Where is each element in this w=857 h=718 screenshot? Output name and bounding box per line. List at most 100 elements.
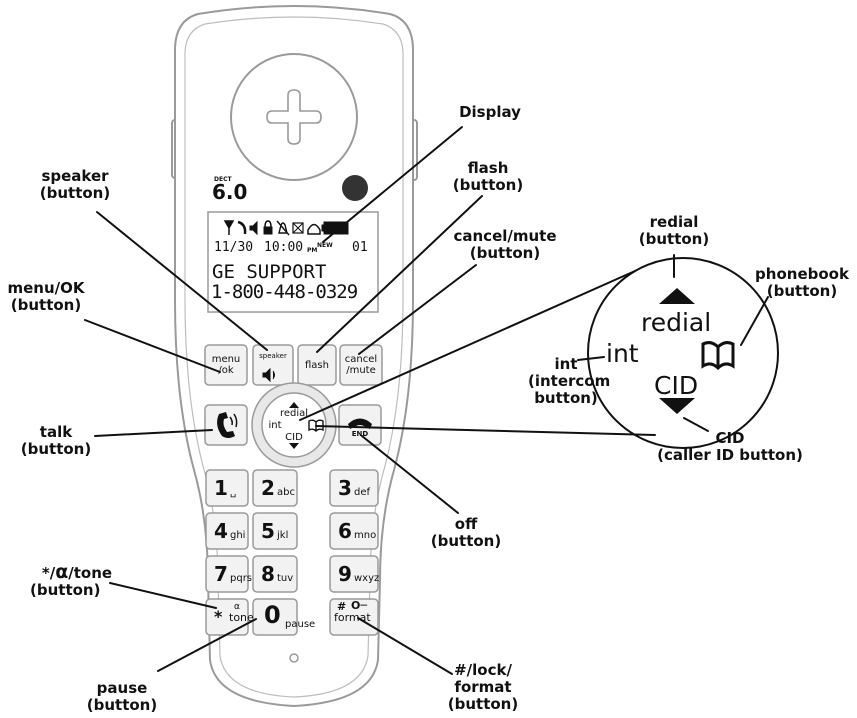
nav-int-label: int bbox=[268, 420, 282, 431]
key-2 bbox=[252, 469, 298, 507]
leader-pause bbox=[157, 618, 257, 672]
key-4 bbox=[205, 512, 249, 550]
ringer-off-status-icon bbox=[276, 220, 290, 236]
callout-tone-line: */⍺/tone bbox=[22, 563, 132, 582]
handset-status-icon bbox=[237, 220, 247, 235]
callout-cid: CID (caller ID button) bbox=[640, 430, 820, 464]
message-status-icon bbox=[292, 222, 304, 234]
key-8-letters: tuv bbox=[277, 573, 294, 584]
callout-cancel-mute-2: (button) bbox=[469, 244, 541, 262]
flash-key bbox=[297, 344, 337, 386]
callout-cancel-mute-1: cancel/mute bbox=[453, 227, 557, 245]
key-9-digit: 9 bbox=[338, 562, 352, 586]
antenna-icon bbox=[223, 220, 235, 235]
callout-lock-format: #/lock/ format (button) bbox=[428, 662, 538, 713]
key-2-digit: 2 bbox=[261, 476, 275, 500]
key-3 bbox=[329, 469, 379, 507]
callout-flash-1: flash bbox=[467, 159, 509, 177]
callout-phonebook-1: phonebook bbox=[755, 265, 849, 283]
leader-speaker bbox=[96, 211, 268, 351]
cancel-key-label-1: cancel bbox=[344, 354, 378, 365]
callout-lock-format-1: #/lock/ bbox=[454, 661, 512, 679]
microphone-hole bbox=[289, 653, 299, 663]
speaker-key-icon bbox=[262, 367, 275, 383]
menu-key-label-2: /ok bbox=[218, 365, 234, 376]
key-1-letters: ␣ bbox=[230, 487, 237, 498]
leader-phonebook bbox=[740, 296, 769, 346]
callout-lock-format-3: (button) bbox=[447, 695, 519, 713]
lcd-count: 01 bbox=[352, 240, 368, 255]
key-9 bbox=[329, 555, 379, 593]
key-9-letters: wxyz bbox=[354, 573, 380, 584]
leader-lines bbox=[84, 126, 769, 675]
nav-down-arrow-icon bbox=[289, 443, 299, 449]
lcd-name: GE SUPPORT bbox=[212, 261, 327, 283]
key-7 bbox=[205, 555, 249, 593]
callout-talk-1: talk bbox=[39, 423, 73, 441]
earpiece bbox=[230, 53, 358, 181]
zoom-phonebook-icon bbox=[701, 341, 735, 371]
key-8-digit: 8 bbox=[261, 562, 275, 586]
end-key-label: END bbox=[351, 430, 369, 438]
nav-up-arrow-icon bbox=[289, 402, 299, 408]
menu-key-label: menu /ok bbox=[205, 354, 247, 376]
cancel-key-label: cancel /mute bbox=[340, 354, 382, 376]
zero-key-label: pause bbox=[285, 619, 316, 630]
nav-redial-label: redial bbox=[279, 408, 309, 419]
leader-cancel bbox=[358, 264, 477, 355]
callout-menu-ok: menu/OK (button) bbox=[4, 280, 88, 314]
callout-pause-1: pause bbox=[96, 679, 148, 697]
callout-flash: flash (button) bbox=[448, 160, 528, 194]
callout-off-1: off bbox=[454, 515, 478, 533]
callout-phonebook-2: (button) bbox=[766, 282, 838, 300]
key-6-letters: mno bbox=[354, 530, 377, 541]
callout-lock-format-2: format bbox=[454, 678, 512, 696]
leader-zoom-bottom bbox=[315, 425, 656, 436]
callout-display-text: Display bbox=[459, 103, 521, 121]
callout-phonebook: phonebook (button) bbox=[752, 266, 852, 300]
talk-waves-icon bbox=[229, 413, 238, 428]
lcd-time: 10:00 bbox=[264, 240, 304, 255]
key-4-digit: 4 bbox=[214, 519, 228, 543]
callout-redial-1: redial bbox=[649, 213, 699, 231]
callout-int-3: button) bbox=[534, 389, 598, 407]
key-2-letters: abc bbox=[277, 487, 295, 498]
zoom-down-arrow-icon bbox=[659, 398, 695, 414]
callout-tone-suffix: /tone bbox=[68, 564, 113, 582]
key-7-letters: pqrs bbox=[230, 573, 253, 584]
handset-inner-edge bbox=[184, 16, 404, 698]
key-3-digit: 3 bbox=[338, 476, 352, 500]
callout-display: Display bbox=[440, 104, 540, 121]
callout-off-2: (button) bbox=[430, 532, 502, 550]
leader-flash bbox=[316, 195, 483, 353]
callout-redial-2: (button) bbox=[638, 230, 710, 248]
talk-key bbox=[204, 404, 248, 446]
lcd-date: 11/30 bbox=[214, 240, 254, 255]
flash-key-label: flash bbox=[305, 360, 329, 371]
earpiece-cross-icon bbox=[266, 89, 322, 145]
callout-talk-2: (button) bbox=[20, 440, 92, 458]
lcd-ampm: PM bbox=[307, 247, 318, 254]
zoom-int-label: int bbox=[606, 339, 639, 368]
callout-int: int (intercom button) bbox=[528, 355, 610, 407]
dect-label: DECT bbox=[214, 176, 232, 183]
home-status-icon bbox=[307, 223, 321, 235]
keypad bbox=[205, 469, 379, 636]
callout-pause-2: (button) bbox=[86, 696, 158, 714]
zero-key-digit: 0 bbox=[264, 601, 281, 629]
speaker-status-icon bbox=[249, 220, 258, 236]
lcd-new: NEW bbox=[317, 242, 333, 249]
leader-tone bbox=[109, 582, 217, 609]
pound-key-lock-icon: O─ bbox=[351, 599, 367, 612]
callout-redial: redial (button) bbox=[634, 214, 714, 248]
callout-cid-1: CID bbox=[715, 429, 745, 447]
key-7-digit: 7 bbox=[214, 562, 228, 586]
key-4-letters: ghi bbox=[230, 530, 246, 541]
key-3-letters: def bbox=[354, 487, 371, 498]
key-5-letters: jkl bbox=[277, 530, 289, 541]
callout-tone-button: (button) bbox=[30, 581, 101, 599]
sensor-dot bbox=[342, 175, 368, 201]
callout-int-1: int bbox=[554, 355, 578, 373]
